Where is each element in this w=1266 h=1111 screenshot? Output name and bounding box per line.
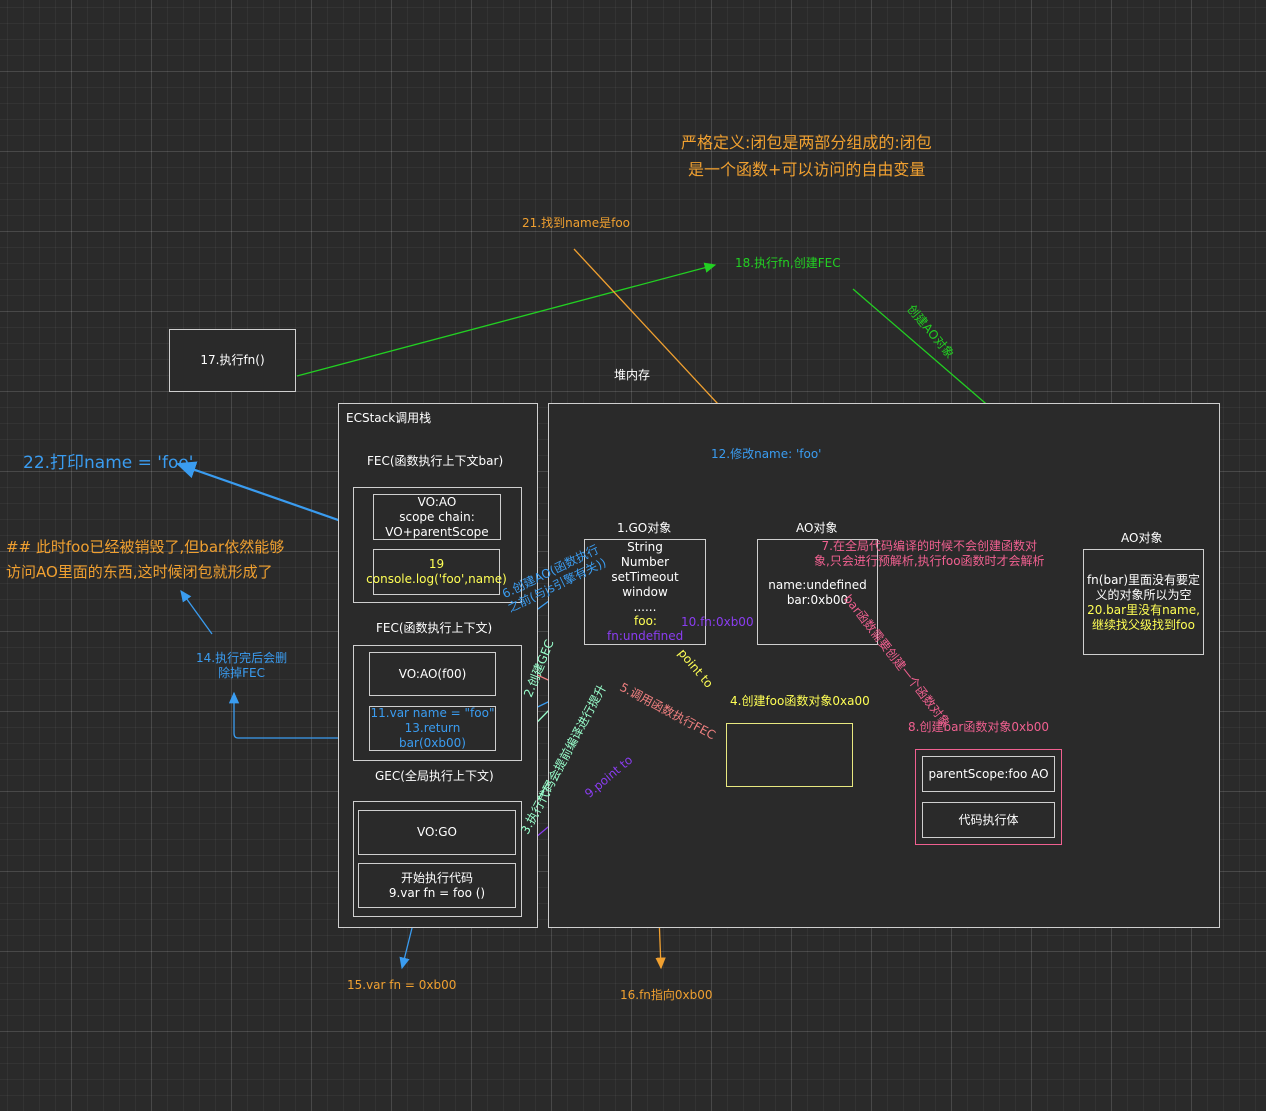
ao-object2-text: fn(bar)里面没有要定 义的对象所以为空 (1086, 573, 1201, 602)
step-14-label: 14.执行完后会删 除掉FEC (196, 651, 288, 680)
closure-note-line1: ## 此时foo已经被销毁了,但bar依然能够 (6, 538, 285, 556)
gec-exec-text: 开始执行代码 9.var fn = foo () (388, 870, 486, 900)
gec-vo-text: VO:GO (416, 825, 458, 839)
console-step-19: 19 (428, 557, 445, 571)
step-22-label: 22.打印name = 'foo' (23, 453, 194, 473)
gec-vo-box: VO:GO (358, 810, 516, 855)
fec-vo-box: VO:AO(f00) (369, 652, 496, 696)
step-7-label: 7.在全局代码编译的时候不会创建函数对 象,只会进行预解析,执行foo函数时才会… (814, 539, 1045, 568)
ao-object-title: AO对象 (796, 521, 838, 535)
closure-note-line2: 访问AO里面的东西,这时候闭包就形成了 (6, 563, 273, 581)
heap-label: 堆内存 (614, 368, 651, 382)
fec-title: FEC(函数执行上下文) (376, 621, 493, 635)
step-15-label: 15.var fn = 0xb00 (347, 978, 457, 992)
step-8-label: 8.创建bar函数对象0xb00 (908, 720, 1049, 734)
go-object-props: String Number setTimeout window ...... (611, 540, 679, 614)
ecstack-title: ECStack调用栈 (346, 411, 432, 425)
arrow-14-up (180, 589, 213, 635)
arrow-17-to-18 (296, 262, 717, 377)
go-object-box: String Number setTimeout window ...... f… (584, 539, 706, 645)
step-12-label: 12.修改name: 'foo' (711, 447, 822, 461)
fec-vo-text: VO:AO(f00) (398, 666, 467, 681)
bar-parent-scope-text: parentScope:foo AO (928, 766, 1049, 781)
bar-parent-scope-box: parentScope:foo AO (922, 756, 1055, 792)
fec-code-line2: 13.return bar(0xb00) (399, 721, 466, 750)
fec-bar-console-box: 19 console.log('foo',name) (366, 549, 507, 595)
step-18-label: 18.执行fn,创建FEC (735, 256, 841, 270)
gec-exec-box: 开始执行代码 9.var fn = foo () (358, 863, 516, 908)
bar-code-body-text: 代码执行体 (958, 812, 1019, 827)
fec-code-box: 11.var name = "foo" 13.return bar(0xb00) (369, 706, 496, 751)
bar-code-body-box: 代码执行体 (922, 802, 1055, 838)
go-object-fn: fn:undefined (607, 629, 684, 643)
go-object-title: 1.GO对象 (617, 521, 672, 535)
ao-object2-box: fn(bar)里面没有要定 义的对象所以为空 20.bar里没有name, 继续… (1083, 549, 1204, 655)
closure-definition-line1: 严格定义:闭包是两部分组成的:闭包 (681, 133, 932, 152)
execute-fn-box: 17.执行fn() (169, 329, 296, 392)
execute-fn-label: 17.执行fn() (200, 353, 265, 367)
step-4-label: 4.创建foo函数对象0xa00 (730, 694, 870, 708)
fec-bar-title: FEC(函数执行上下文bar) (367, 454, 504, 468)
fec-code-line1: 11.var name = "foo" (370, 706, 495, 720)
fec-bar-vo-text: VO:AO scope chain: VO+parentScope (385, 494, 489, 539)
ao-object2-highlight: 20.bar里没有name, 继续找父级找到foo (1087, 603, 1200, 632)
foo-function-object (726, 723, 853, 787)
heap-container (548, 403, 1220, 928)
step-10-label: 10.fn:0xb00 (681, 615, 754, 629)
fec-bar-vo-box: VO:AO scope chain: VO+parentScope (373, 494, 501, 540)
step-16-label: 16.fn指向0xb00 (620, 988, 713, 1002)
ao-object-box: name:undefined bar:0xb00 (757, 539, 878, 645)
go-object-foo: foo: (634, 614, 657, 628)
gec-title: GEC(全局执行上下文) (375, 769, 494, 783)
closure-definition-line2: 是一个函数+可以访问的自由变量 (688, 160, 926, 179)
step-18b-label: 创建AO对象 (904, 302, 958, 362)
console-log-text: console.log('foo',name) (366, 572, 507, 586)
ao-object-props: name:undefined bar:0xb00 (768, 578, 867, 607)
step-21-label: 21.找到name是foo (522, 216, 631, 230)
ao-object2-title: AO对象 (1121, 531, 1163, 545)
